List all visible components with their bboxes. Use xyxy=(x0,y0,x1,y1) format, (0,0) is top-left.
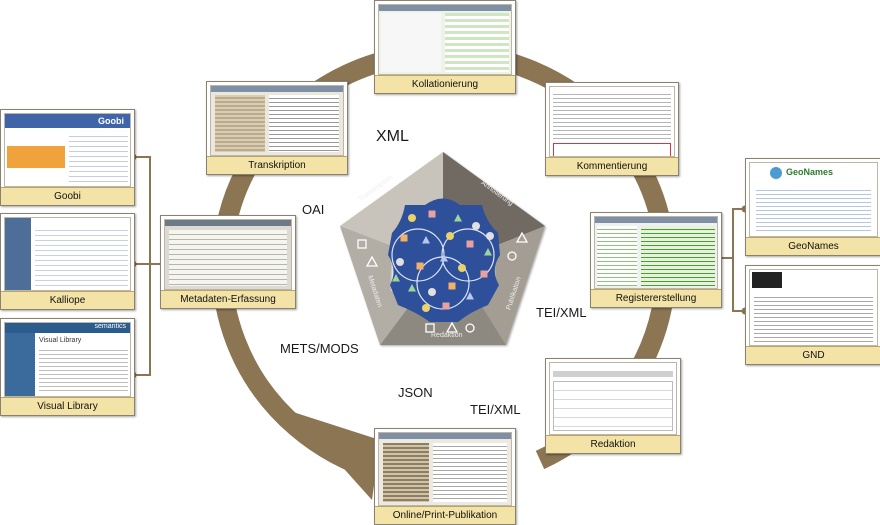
source-caption: Visual Library xyxy=(1,397,134,415)
pentagon-shape xyxy=(448,282,456,290)
right-connectors xyxy=(720,205,749,315)
pentagon-shape xyxy=(454,214,462,222)
pentagon-shape xyxy=(392,274,400,282)
source-goobi[interactable]: Goobi Goobi xyxy=(0,109,135,206)
source-caption: Goobi xyxy=(1,187,134,205)
pentagon-shape xyxy=(416,262,424,270)
pentagon-shape xyxy=(422,236,430,244)
pentagon-shape xyxy=(400,234,408,242)
pentagon-shape xyxy=(428,210,436,218)
source-geonames[interactable]: GeoNames GeoNames xyxy=(745,158,880,256)
pentagon-shape xyxy=(466,240,474,248)
station-kommentierung[interactable]: Kommentierung xyxy=(545,82,679,176)
flow-label-tei-xml-right: TEI/XML xyxy=(536,305,587,320)
segment-outline-shape xyxy=(445,321,459,333)
station-kollationierung[interactable]: Kollationierung xyxy=(374,0,516,94)
pentagon-shape xyxy=(472,222,480,230)
pentagon-segment-right xyxy=(478,226,545,345)
pentagon-shapes xyxy=(357,210,529,333)
pentagon-segment-top-right xyxy=(443,152,545,246)
pentagon-shape xyxy=(484,248,492,256)
source-caption: GeoNames xyxy=(746,237,880,255)
pentagon-segment-bottom xyxy=(380,300,506,345)
station-registererstellung[interactable]: Registererstellung xyxy=(590,212,722,308)
flow-label-xml: XML xyxy=(376,128,409,145)
visual-library-heading: Visual Library xyxy=(39,337,82,344)
pentagon-shape xyxy=(440,254,448,262)
geonames-logo: GeoNames xyxy=(786,167,834,177)
pentagon-shape xyxy=(428,288,436,296)
visual-library-logo: semantics xyxy=(94,323,126,330)
pentagon-segment-top-left xyxy=(340,152,443,246)
source-caption: GND xyxy=(746,346,880,364)
pentagon-shape xyxy=(446,232,454,240)
station-publikation[interactable]: Online/Print-Publikation xyxy=(374,428,516,525)
pentagon-segment-left xyxy=(340,226,410,345)
station-caption: Metadaten-Erfassung xyxy=(161,290,295,308)
segment-outline-shape xyxy=(365,255,379,267)
pentagon-shape xyxy=(442,302,450,310)
pentagon-shape xyxy=(396,258,404,266)
station-transkription[interactable]: Transkription xyxy=(206,81,348,175)
station-redaktion[interactable]: Redaktion xyxy=(545,358,681,454)
pentagon-shape xyxy=(408,284,416,292)
station-caption: Online/Print-Publikation xyxy=(375,506,515,524)
pentagon-shape xyxy=(422,304,430,312)
pentagon-shape xyxy=(480,270,488,278)
segment-outline-shape xyxy=(357,239,367,249)
flow-label-mets-mods: METS/MODS xyxy=(280,341,359,356)
station-caption: Redaktion xyxy=(546,435,680,453)
source-kalliope[interactable]: Kalliope xyxy=(0,213,135,310)
cycle-arrowhead xyxy=(293,412,380,500)
station-caption: Kommentierung xyxy=(546,157,678,175)
segment-outline-shape xyxy=(507,251,517,261)
station-caption: Transkription xyxy=(207,156,347,174)
pentagon-shape xyxy=(458,264,466,272)
segment-outline-shape xyxy=(465,323,475,333)
station-caption: Kollationierung xyxy=(375,75,515,93)
pentagon-shape xyxy=(466,292,474,300)
segment-outline-shape xyxy=(425,323,435,333)
source-visual-library[interactable]: semantics Visual Library Visual Library xyxy=(0,318,135,416)
flow-label-json: JSON xyxy=(398,385,433,400)
pentagon-shape xyxy=(408,214,416,222)
pentagon-label-bottom: Redaktion xyxy=(431,332,463,339)
pentagon-shape xyxy=(486,232,494,240)
flow-label-oai: OAI xyxy=(302,202,325,217)
central-pentagon xyxy=(340,152,545,345)
station-caption: Registererstellung xyxy=(591,289,721,307)
segment-outline-shape xyxy=(515,231,529,243)
source-gnd[interactable]: GND xyxy=(745,265,880,365)
flow-label-tei-xml-bottom: TEI/XML xyxy=(470,402,521,417)
station-metadaten-erfassung[interactable]: Metadaten-Erfassung xyxy=(160,215,296,309)
goobi-logo: Goobi xyxy=(98,116,124,126)
source-caption: Kalliope xyxy=(1,291,134,309)
